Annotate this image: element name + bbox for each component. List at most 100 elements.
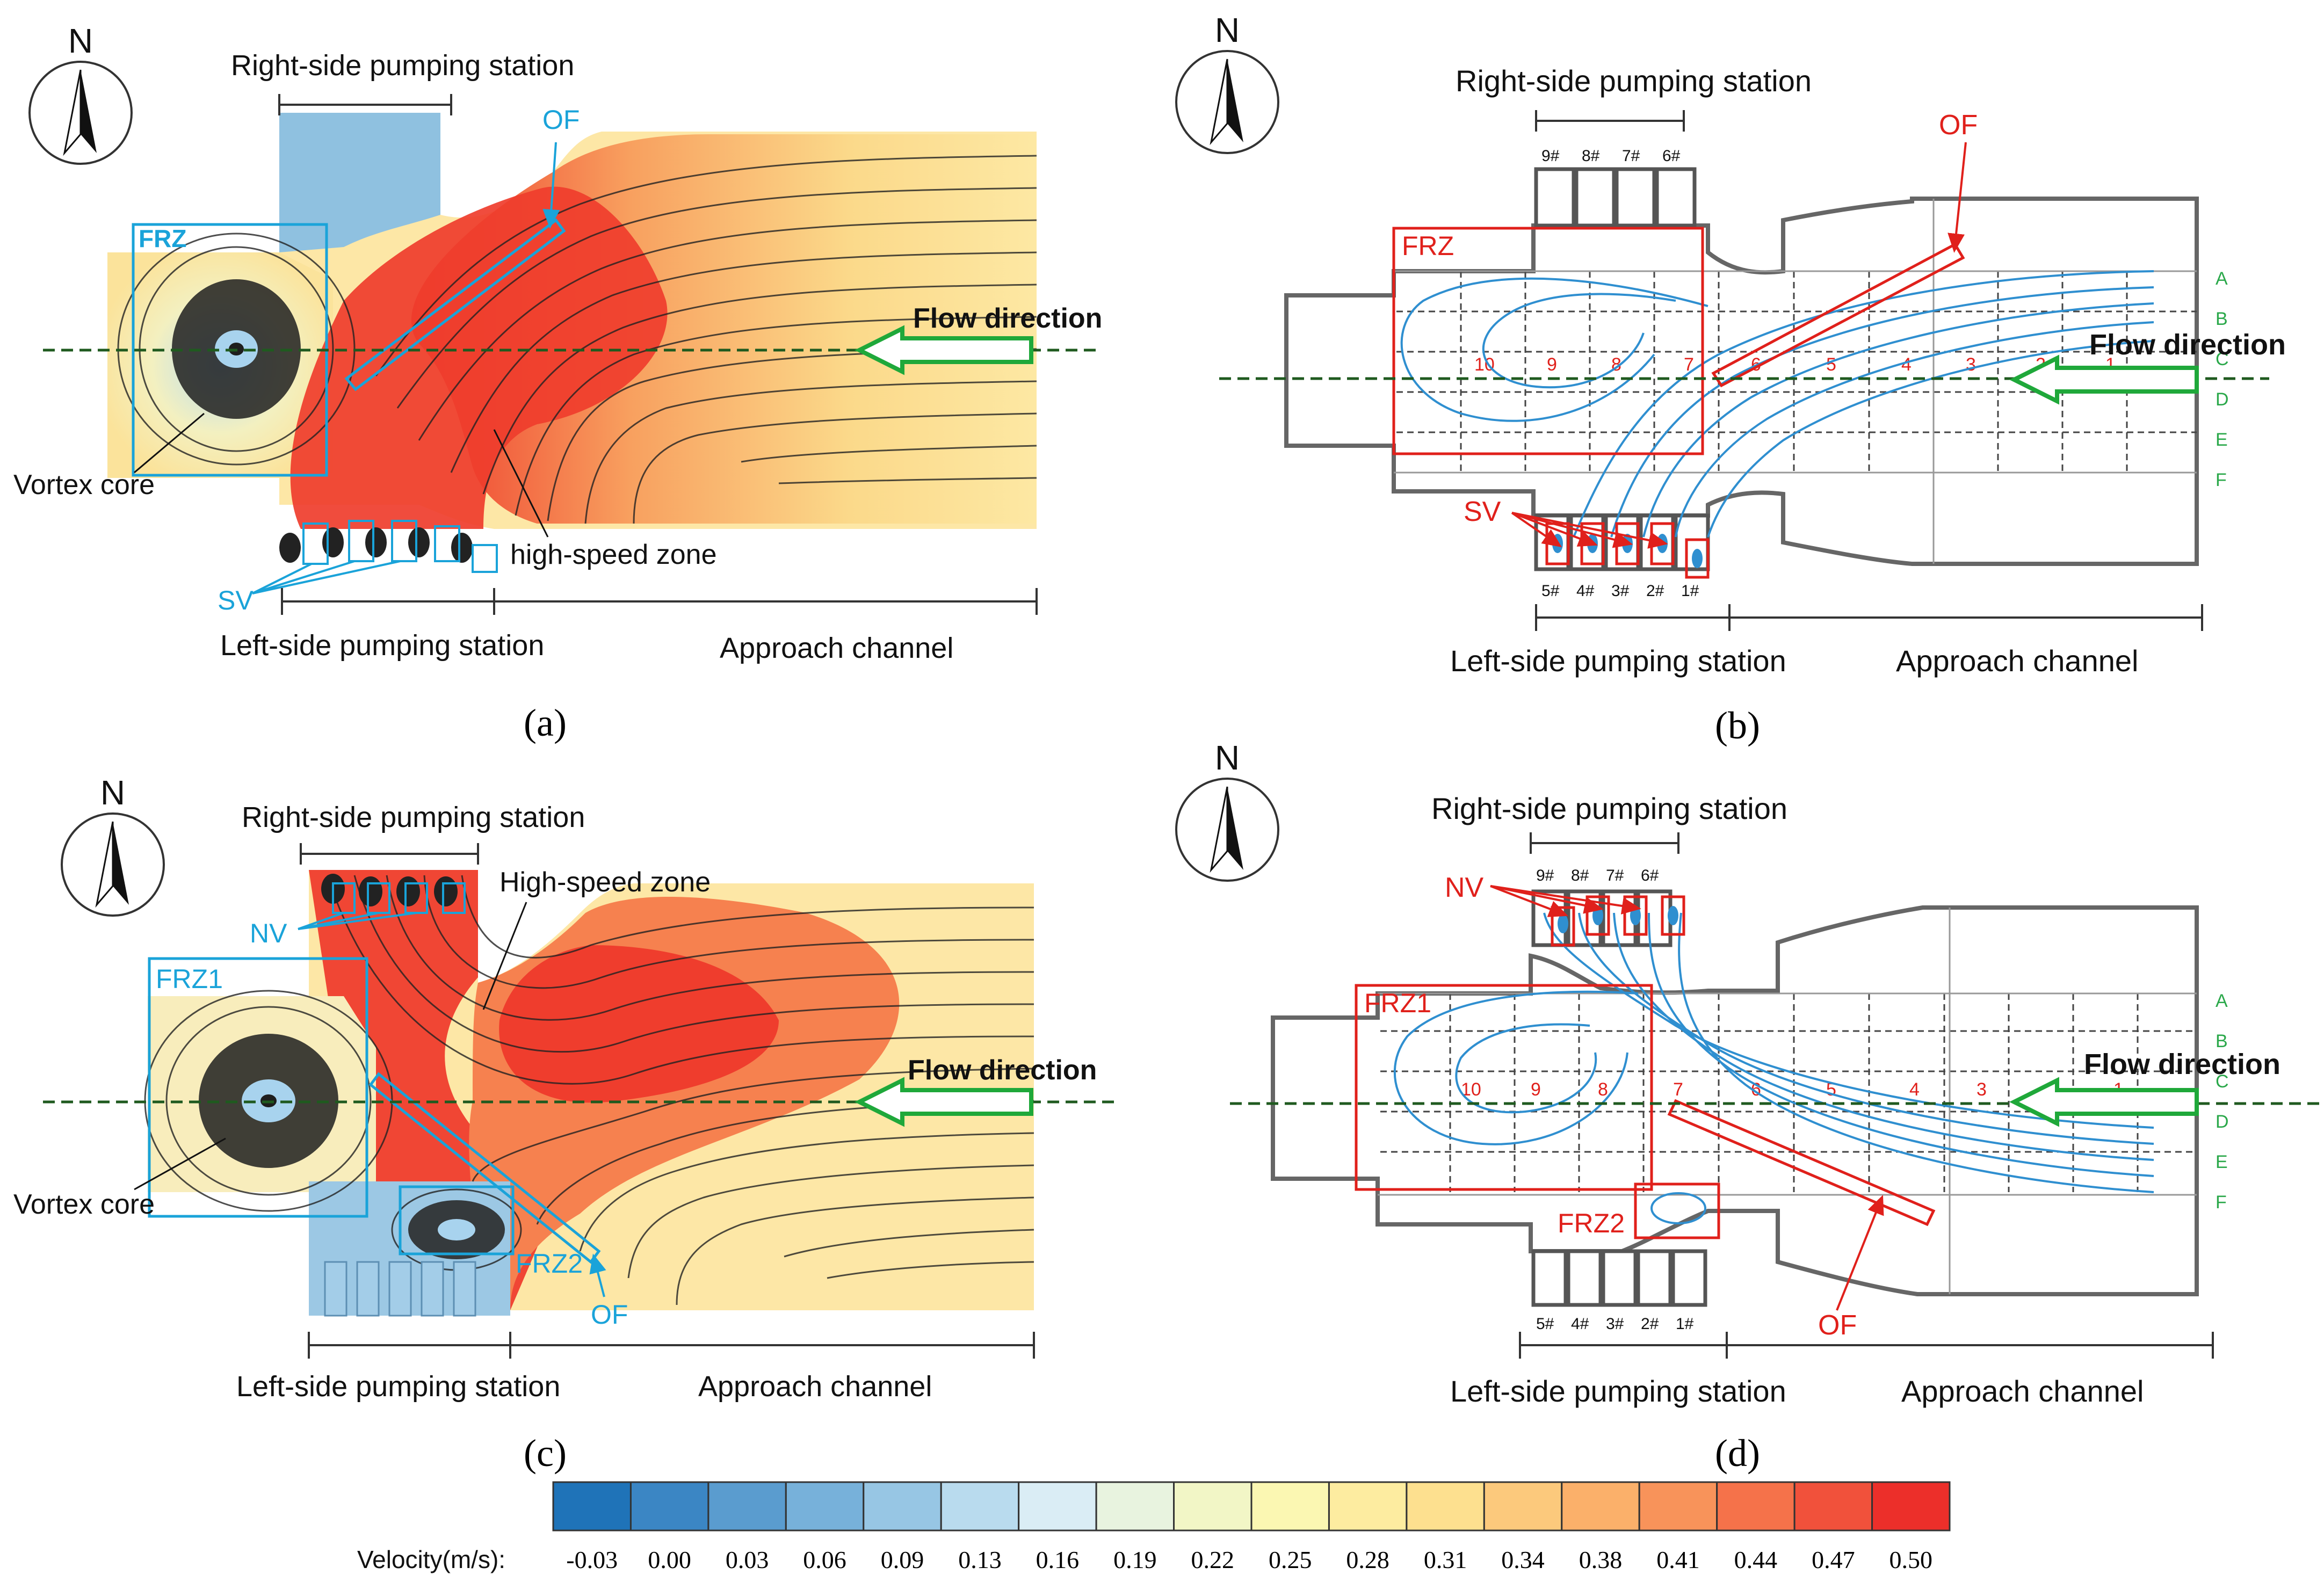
left-station-label-c: Left-side pumping station bbox=[236, 1370, 560, 1403]
unit-label: 7# bbox=[1606, 867, 1624, 884]
caption-d: (d) bbox=[1715, 1432, 1760, 1475]
frz-box-b bbox=[1392, 227, 1704, 455]
flow-arrow-icon-b bbox=[2009, 354, 2199, 405]
panel-a: N bbox=[13, 21, 1102, 744]
approach-label-c: Approach channel bbox=[698, 1370, 932, 1403]
panel-c: N bbox=[13, 773, 1117, 1475]
row-letter: D bbox=[2216, 389, 2229, 410]
colorbar-tick-label: -0.03 bbox=[566, 1546, 618, 1573]
colorbar-swatch bbox=[629, 1481, 709, 1532]
frz1-box-d bbox=[1355, 984, 1653, 1191]
colorbar-swatch bbox=[1561, 1481, 1640, 1532]
colorbar-tick-label: 0.16 bbox=[1036, 1546, 1080, 1573]
unit-label: 3# bbox=[1611, 582, 1630, 600]
row-letter: A bbox=[2216, 991, 2228, 1011]
vortex-label-a: Vortex core bbox=[13, 469, 155, 500]
frz2-box-d bbox=[1634, 1182, 1720, 1239]
section-number: 9 bbox=[1547, 354, 1557, 375]
section-number: 3 bbox=[1966, 354, 1976, 375]
approach-label-d: Approach channel bbox=[1901, 1374, 2144, 1408]
row-letter: B bbox=[2216, 309, 2228, 329]
unit-label: 2# bbox=[1641, 1315, 1659, 1333]
row-letter: F bbox=[2216, 470, 2227, 490]
unit-label: 8# bbox=[1582, 147, 1600, 165]
colorbar-swatch bbox=[1483, 1481, 1563, 1532]
compass-north-label: N bbox=[1215, 738, 1240, 777]
unit-label: 6# bbox=[1662, 147, 1681, 165]
section-number: 8 bbox=[1598, 1079, 1608, 1100]
flow-field-c bbox=[144, 870, 1034, 1317]
section-number: 9 bbox=[1531, 1079, 1541, 1100]
left-station-label-d: Left-side pumping station bbox=[1450, 1374, 1786, 1408]
dimension-lines-c bbox=[300, 843, 1035, 1359]
colorbar-swatch bbox=[863, 1481, 942, 1532]
left-station-label-a: Left-side pumping station bbox=[220, 629, 544, 662]
left-station-label-b: Left-side pumping station bbox=[1450, 644, 1786, 678]
flow-arrow-icon-c bbox=[855, 1077, 1033, 1127]
flow-label-a: Flow direction bbox=[913, 303, 1102, 334]
colorbar-swatch bbox=[552, 1481, 632, 1532]
colorbar-swatch bbox=[1328, 1481, 1408, 1532]
unit-label: 3# bbox=[1606, 1315, 1624, 1333]
row-letter: C bbox=[2216, 1071, 2229, 1092]
unit-label: 4# bbox=[1571, 1315, 1589, 1333]
flow-label-b: Flow direction bbox=[2089, 329, 2286, 361]
compass-icon: N bbox=[1175, 11, 1279, 154]
right-station-label-b: Right-side pumping station bbox=[1456, 64, 1812, 98]
right-station-label-d: Right-side pumping station bbox=[1431, 792, 1787, 825]
unit-label: 6# bbox=[1641, 867, 1659, 884]
unit-label: 9# bbox=[1541, 147, 1560, 165]
colorbar-tick-label: 0.09 bbox=[881, 1546, 924, 1573]
dimension-lines-b bbox=[1535, 110, 2203, 631]
colorbar-tick-label: 0.47 bbox=[1812, 1546, 1855, 1573]
caption-b: (b) bbox=[1715, 704, 1760, 747]
nv-label-c: NV bbox=[250, 918, 287, 948]
frz2-label-d: FRZ2 bbox=[1558, 1208, 1625, 1238]
colorbar-tick-label: 0.03 bbox=[726, 1546, 769, 1573]
colorbar-label: Velocity(m/s): bbox=[357, 1545, 505, 1573]
frz1-label-c: FRZ1 bbox=[156, 964, 223, 994]
frz-label-b: FRZ bbox=[1402, 231, 1454, 261]
colorbar-tick-label: 0.50 bbox=[1889, 1546, 1933, 1573]
colorbar-swatch bbox=[1250, 1481, 1330, 1532]
section-number: 5 bbox=[1826, 354, 1836, 375]
compass-icon: N bbox=[28, 21, 133, 165]
row-letter: D bbox=[2216, 1112, 2229, 1132]
colorbar-swatch bbox=[1793, 1481, 1873, 1532]
colorbar-swatch bbox=[1871, 1481, 1951, 1532]
colorbar-swatch bbox=[1018, 1481, 1097, 1532]
section-number: 4 bbox=[1909, 1079, 1920, 1100]
colorbar-tick-label: 0.00 bbox=[648, 1546, 691, 1573]
of-label-b: OF bbox=[1939, 110, 1978, 141]
unit-label: 1# bbox=[1676, 1315, 1694, 1333]
flow-label-d: Flow direction bbox=[2084, 1048, 2280, 1080]
unit-label: 7# bbox=[1622, 147, 1640, 165]
nv-label-d: NV bbox=[1445, 872, 1484, 903]
row-letter: C bbox=[2216, 349, 2229, 369]
colorbar-tick-label: 0.41 bbox=[1656, 1546, 1700, 1573]
flow-arrow-icon-d bbox=[2009, 1077, 2199, 1127]
frz2-label-c: FRZ2 bbox=[516, 1249, 583, 1279]
colorbar-swatches bbox=[552, 1481, 1951, 1532]
right-station-label-c: Right-side pumping station bbox=[242, 801, 585, 833]
compass-icon: N bbox=[1175, 738, 1279, 882]
vortex-label-c: Vortex core bbox=[13, 1189, 155, 1220]
colorbar-swatch bbox=[1095, 1481, 1175, 1532]
compass-north-label: N bbox=[100, 773, 125, 812]
right-station-label-a: Right-side pumping station bbox=[231, 49, 574, 82]
compass-icon: N bbox=[61, 773, 165, 917]
pump-units-top-b bbox=[1534, 167, 1697, 228]
caption-a: (a) bbox=[524, 701, 567, 744]
nv-boxes-d bbox=[1551, 895, 1685, 947]
colorbar-swatch bbox=[940, 1481, 1020, 1532]
panel-b: N 9# 8# 7# 6# 5# 4# 3# 2# 1# bbox=[1175, 11, 2286, 747]
unit-label: 8# bbox=[1571, 867, 1589, 884]
colorbar-swatch bbox=[1173, 1481, 1253, 1532]
colorbar-tick-label: 0.13 bbox=[958, 1546, 1002, 1573]
unit-label: 5# bbox=[1541, 582, 1560, 600]
colorbar-swatch bbox=[785, 1481, 865, 1532]
panel-d: N 9# 8# 7# 6# 5# 4# 3# 2# 1# bbox=[1175, 738, 2324, 1475]
row-letter: E bbox=[2216, 430, 2228, 450]
